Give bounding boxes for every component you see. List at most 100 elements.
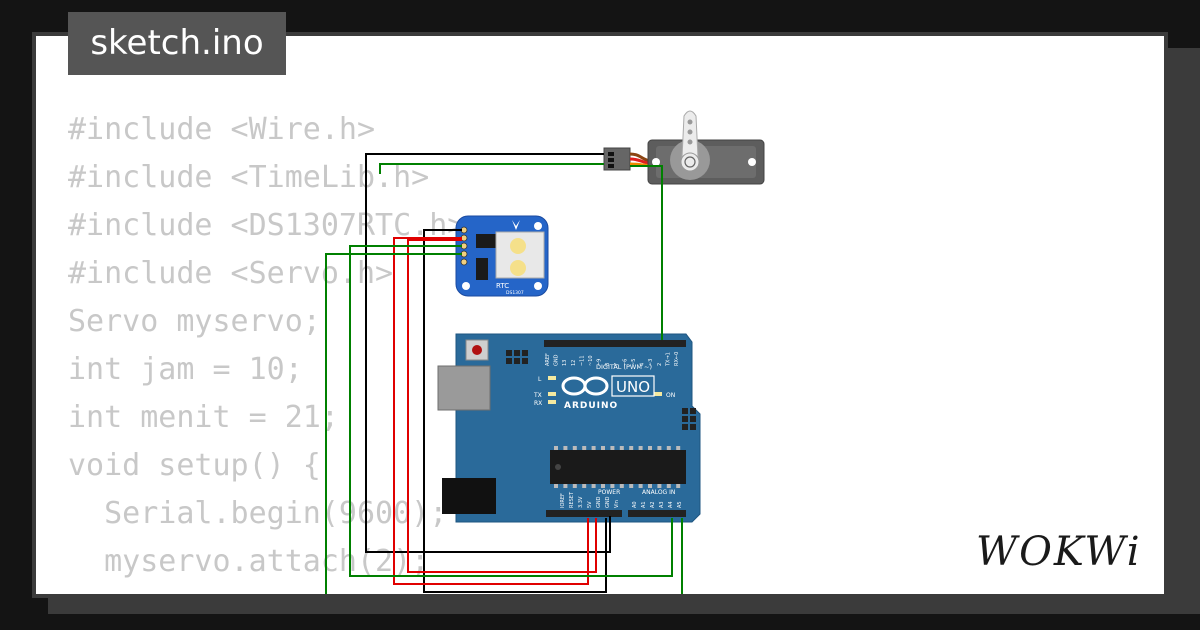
code-background: #include <Wire.h>#include <TimeLib.h>#in… [68,106,465,586]
chip-leg [676,446,681,450]
rtc-module[interactable]: RTC DS1307 [455,215,549,297]
chip-leg [610,484,615,488]
wire-rtc-vcc [393,237,589,585]
chip-leg [610,446,615,450]
led-tx-label: TX [533,392,542,399]
digital-label: DIGITAL (PWM ~) [596,363,652,371]
pin-label: ~3 [648,359,654,366]
pin-label: RESET [569,491,575,508]
chip-leg [638,446,643,450]
pin-label: 13 [562,360,568,366]
chip-leg [582,484,587,488]
code-line: myservo.attach(2); [68,544,430,579]
chip-leg [676,484,681,488]
reset-button-cap [472,345,482,355]
pin-label: 2 [657,363,663,366]
rtc-chip-label: DS1307 [506,290,524,296]
power-jack [442,478,496,514]
file-title-tab[interactable]: sketch.ino [68,12,286,75]
wire-rtc-sda [349,245,673,577]
pin-label: A3 [659,501,665,508]
wire-rtc-scl [325,253,462,594]
rtc-mount-hole [534,222,542,230]
usb-connector [437,365,491,411]
chip-leg [601,446,605,450]
analog-label: ANALOG IN [642,489,675,496]
pin-label: Vin [614,500,620,508]
wire-rtc-gnd [423,229,607,593]
pin-label: A4 [668,501,674,508]
pin-label: TX→1 [665,352,671,367]
servo-motor[interactable] [603,110,765,185]
preview-card[interactable]: #include <Wire.h>#include <TimeLib.h>#in… [32,32,1168,598]
rtc-crystal [476,258,488,280]
rtc-pins [460,226,468,266]
wire-servo-gnd [365,153,611,553]
wire-rtc-vcc-2 [407,239,597,573]
led-tx [548,392,556,396]
power-header [546,510,622,517]
led-rx-label: RX [534,400,542,407]
servo-mount-hole [748,158,756,166]
pin-label: A2 [650,501,656,508]
rtc-chip [476,234,496,248]
chip-leg [666,446,671,450]
chip-leg [648,446,652,450]
pin-label: ~6 [622,359,628,366]
rtc-mount-hole [534,282,542,290]
led-on [654,392,662,396]
chip-leg [591,446,596,450]
servo-connector [603,147,631,171]
chip-leg [629,484,634,488]
code-line: Serial.begin(9600); [68,496,448,531]
pin-label: RX←0 [674,352,680,366]
arduino-model: UNO [616,378,650,396]
pin-label: 3.3V [578,496,584,508]
rtc-mount-hole [462,282,470,290]
pin-label: 5V [587,501,593,508]
led-on-label: ON [666,392,675,399]
pin-label: AREF [545,353,551,366]
code-line: int jam = 10; [68,352,303,387]
battery-contact [510,260,526,276]
pin-label: ~11 [579,355,585,366]
pin-label: A1 [641,501,647,508]
code-line: #include <DS1307RTC.h> [68,208,466,243]
pin-label: ~5 [631,359,637,366]
chip-leg [648,484,652,488]
chip-pins [554,446,681,488]
led-l [548,376,556,380]
code-line: int menit = 21; [68,400,339,435]
pin-label: A0 [632,501,638,508]
arduino-infinity-logo [561,376,609,396]
pin-label: 7 [614,363,620,366]
chip-leg [601,484,605,488]
chip-leg [563,446,568,450]
led-rx [548,400,556,404]
wokwi-logo: WOKWi [976,529,1142,575]
rtc-label: RTC [496,282,509,290]
chip-leg [619,484,624,488]
chip-leg [666,484,671,488]
pin-label: IOREF [560,493,566,508]
wire-servo-signal [379,163,604,174]
adafruit-logo [512,220,520,230]
model-box [611,375,655,397]
analog-header [628,510,686,517]
led-l-label: L [538,376,542,383]
atmega-chip [550,450,686,484]
code-line: void setup() { [68,448,321,483]
power-label: POWER [598,489,620,496]
wires [325,153,683,594]
chip-leg [591,484,596,488]
pin-label: 4 [640,363,646,366]
pin-label: GND [554,354,560,366]
chip-leg [629,446,634,450]
digital-header-right [610,340,686,347]
chip-leg [572,446,577,450]
